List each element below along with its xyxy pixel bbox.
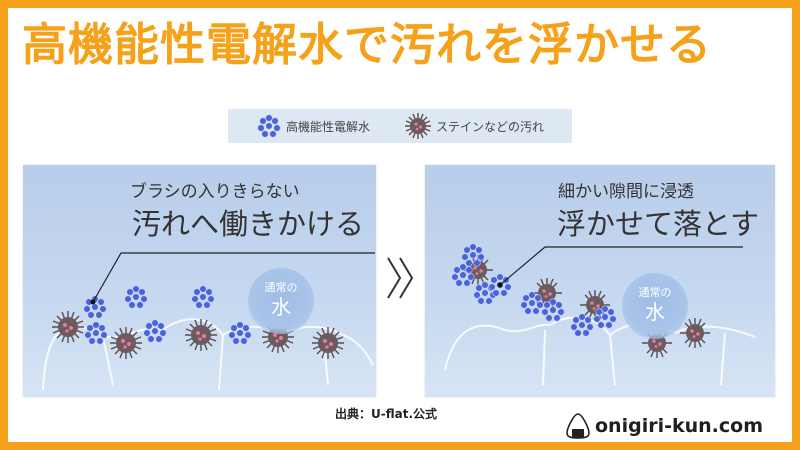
left-caption-line1: ブラシの入りきらない — [130, 182, 300, 202]
onigiri-icon — [566, 413, 590, 439]
tooth-surface-illustration — [42, 252, 375, 391]
right-caption-line2: 浮かせて落とす — [557, 207, 760, 241]
legend-stain-label: ステインなどの汚れ — [436, 119, 545, 134]
legend-water-label: 高機能性電解水 — [286, 119, 371, 134]
site-logo[interactable]: onigiri-kun.com — [565, 411, 763, 441]
normal-water-badge: 通常の 水 — [248, 268, 314, 334]
page-title: 高機能性電解水で汚れを浮かせる — [22, 18, 713, 71]
source-credit: 出典：U-flat.公式 — [335, 407, 438, 421]
legend-item-water: 高機能性電解水 — [256, 109, 370, 143]
legend: 高機能性電解水 ステインなどの汚れ — [228, 109, 572, 143]
water-molecule-icon — [257, 114, 281, 138]
badge-line1: 通常の — [264, 281, 298, 294]
badge-line2: 水 — [645, 300, 665, 324]
badge-line1: 通常の — [638, 286, 672, 299]
legend-item-stain: ステインなどの汚れ — [404, 109, 544, 143]
site-name: onigiri-kun.com — [595, 415, 763, 437]
badge-line2: 水 — [271, 295, 291, 319]
normal-water-badge-right: 通常の 水 — [622, 273, 688, 339]
stain-particle-icon — [405, 113, 431, 139]
right-caption-line1: 細かい隙間に浸透 — [558, 182, 694, 202]
left-caption-line2: 汚れへ働きかける — [132, 207, 365, 241]
double-chevron-right-icon — [387, 257, 414, 299]
left-illustration-panel: ブラシの入りきらない 汚れへ働きかける 通常の 水 — [23, 165, 376, 397]
right-illustration-panel: 細かい隙間に浸透 浮かせて落とす 通常の 水 — [425, 165, 775, 397]
